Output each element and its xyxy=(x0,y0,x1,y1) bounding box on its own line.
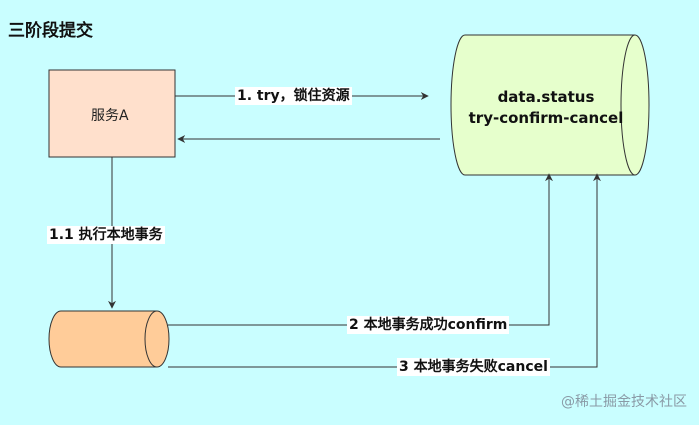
data-store-line2: try-confirm-cancel xyxy=(468,109,624,127)
local-database xyxy=(48,310,170,368)
diagram-title: 三阶段提交 xyxy=(8,21,93,41)
data-store-line1: data.status xyxy=(497,88,595,106)
service-a-label: 服务A xyxy=(91,108,129,124)
data-status-store xyxy=(450,34,650,176)
data-store-label: data.status try-confirm-cancel xyxy=(452,87,640,129)
edge-local-tx-label: 1.1 执行本地事务 xyxy=(47,226,165,244)
watermark-text: @稀土掘金技术社区 xyxy=(561,394,687,410)
edge-try-label: 1. try，锁住资源 xyxy=(235,87,352,105)
edge-cancel-label: 3 本地事务失败cancel xyxy=(397,358,550,376)
service-a-box xyxy=(48,69,176,158)
edge-confirm-label: 2 本地事务成功confirm xyxy=(347,316,510,334)
edge-confirm-arrow xyxy=(168,173,553,326)
edge-cancel-arrow xyxy=(168,173,601,368)
